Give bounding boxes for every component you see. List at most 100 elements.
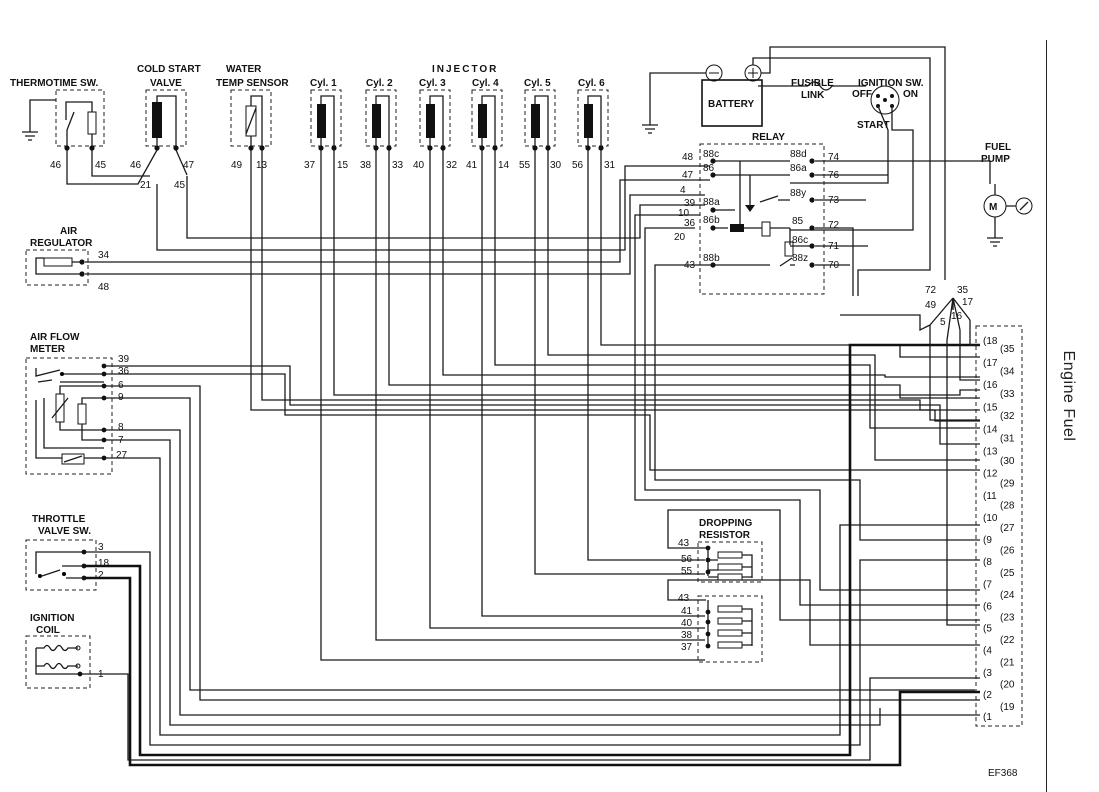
connector-pin-6: (6 — [983, 601, 992, 612]
ignition-coil-label-1: IGNITION — [30, 613, 74, 624]
connector-pin-2: (2 — [983, 690, 992, 701]
relay-right-wire-numbers: 74 76 73 72 71 70 — [828, 152, 840, 271]
injector-cyl-3 — [419, 89, 451, 151]
connector-pin-19: (19 — [1000, 702, 1015, 713]
connector-pin-17: (17 — [983, 358, 998, 369]
cyl-6-label: Cyl. 6 — [578, 78, 605, 89]
ignition-on-label: ON — [903, 89, 918, 100]
throttle-pin-18: 18 — [98, 558, 110, 569]
connector-pin-16: (16 — [983, 380, 998, 391]
svg-text:38: 38 — [360, 160, 372, 171]
connector-pin-1: (1 — [983, 712, 992, 723]
svg-text:37: 37 — [681, 642, 693, 653]
svg-text:36: 36 — [118, 366, 130, 377]
cyl-4-label: Cyl. 4 — [472, 78, 499, 89]
air-regulator-box — [25, 249, 89, 286]
ignition-switch-label: IGNITION SW. — [858, 78, 924, 89]
ignition-coil-symbol — [35, 644, 81, 675]
cyl-3-label: Cyl. 3 — [419, 78, 446, 89]
svg-text:49: 49 — [925, 300, 937, 311]
thermotime-switch-symbol — [22, 99, 97, 148]
connector-right-pins: (35(34(33(32(31(30(29(28(27(26(25(24(23(… — [1000, 344, 1015, 713]
air-regulator-symbol — [35, 257, 82, 275]
svg-text:47: 47 — [183, 160, 195, 171]
svg-text:56: 56 — [572, 160, 584, 171]
svg-text:5: 5 — [940, 317, 946, 328]
throttle-pin-2: 2 — [98, 570, 104, 581]
svg-text:36: 36 — [684, 218, 696, 229]
ignition-start-label: START — [857, 120, 890, 131]
svg-text:49: 49 — [231, 160, 243, 171]
connector-pin-12: (12 — [983, 469, 998, 480]
svg-text:14: 14 — [498, 160, 510, 171]
svg-text:41: 41 — [681, 606, 693, 617]
svg-text:39: 39 — [118, 354, 130, 365]
svg-text:30: 30 — [550, 160, 562, 171]
air-flow-meter-pins: 39 36 6 9 8 7 27 — [116, 354, 130, 461]
injector-group-label: INJECTOR — [432, 64, 498, 75]
connector-pin-26: (26 — [1000, 545, 1015, 556]
dropping-resistor-upper-box — [697, 541, 763, 583]
svg-text:48: 48 — [682, 152, 694, 163]
svg-text:88d: 88d — [790, 149, 807, 160]
cyl-1-label: Cyl. 1 — [310, 78, 337, 89]
relay-box — [699, 143, 825, 295]
fuel-pump-label-1: FUEL — [985, 142, 1011, 153]
svg-text:46: 46 — [130, 160, 142, 171]
fusible-link-label-1: FUSIBLE — [791, 78, 834, 89]
connector-pin-13: (13 — [983, 447, 998, 458]
svg-text:88b: 88b — [703, 253, 720, 264]
connector-left-pins: (18(17(16(15(14(13(12(11(10(9(8(7(6(5(4(… — [983, 336, 998, 723]
ignition-coil-label-2: COIL — [36, 625, 60, 636]
cyl-2-label: Cyl. 2 — [366, 78, 393, 89]
svg-text:37: 37 — [304, 160, 316, 171]
svg-text:72: 72 — [925, 285, 937, 296]
connector-pin-9: (9 — [983, 535, 992, 546]
connector-pin-23: (23 — [1000, 613, 1015, 624]
svg-text:39: 39 — [684, 198, 696, 209]
svg-text:43: 43 — [678, 538, 690, 549]
svg-text:46: 46 — [50, 160, 62, 171]
injector-cyl-2 — [365, 89, 397, 151]
svg-text:86a: 86a — [790, 163, 807, 174]
svg-text:40: 40 — [681, 618, 693, 629]
connector-pin-21: (21 — [1000, 657, 1015, 668]
svg-text:31: 31 — [604, 160, 616, 171]
svg-text:88y: 88y — [790, 188, 806, 199]
throttle-pin-3: 3 — [98, 542, 104, 553]
connector-pin-32: (32 — [1000, 411, 1015, 422]
connector-pin-24: (24 — [1000, 590, 1015, 601]
connector-pin-7: (7 — [983, 579, 992, 590]
fusible-link-label-2: LINK — [801, 90, 825, 101]
control-unit-connector — [975, 325, 1023, 727]
svg-text:88z: 88z — [792, 253, 808, 264]
throttle-valve-switch-label-2: VALVE SW. — [38, 526, 91, 537]
connector-pin-11: (11 — [983, 491, 997, 502]
svg-text:10: 10 — [678, 208, 690, 219]
cyl-5-label: Cyl. 5 — [524, 78, 551, 89]
injector-cyl-6 — [577, 89, 609, 151]
throttle-valve-switch-label-1: THROTTLE — [32, 514, 86, 525]
thermotime-switch-label: THERMOTIME SW. — [10, 78, 99, 89]
relay-right-term-labels: 88d 86a 88y 85 86c 88z — [790, 149, 808, 264]
cold-start-valve-label-1: COLD START — [137, 64, 201, 75]
connector-pin-4: (4 — [983, 646, 992, 657]
svg-text:55: 55 — [681, 566, 693, 577]
cold-start-valve-label-2: VALVE — [150, 78, 182, 89]
fuel-pump-motor: M — [983, 184, 1033, 247]
svg-text:20: 20 — [674, 232, 686, 243]
connector-pin-31: (31 — [1000, 434, 1015, 445]
dropping-resistor-lower-box — [697, 595, 763, 663]
water-temp-sensor-label-2: TEMP SENSOR — [216, 78, 289, 89]
dropping-resistor-lower: 43 41 40 38 37 — [678, 593, 753, 653]
ignition-off-label: OFF — [852, 89, 872, 100]
connector-pin-10: (10 — [983, 513, 998, 524]
svg-text:27: 27 — [116, 450, 128, 461]
air-flow-meter-label-1: AIR FLOW — [30, 332, 80, 343]
connector-pin-15: (15 — [983, 402, 998, 413]
svg-text:8: 8 — [118, 422, 124, 433]
cold-start-valve-coil — [152, 102, 162, 138]
injector-cyl-1 — [310, 89, 342, 151]
air-regulator-label-2: REGULATOR — [30, 238, 93, 249]
